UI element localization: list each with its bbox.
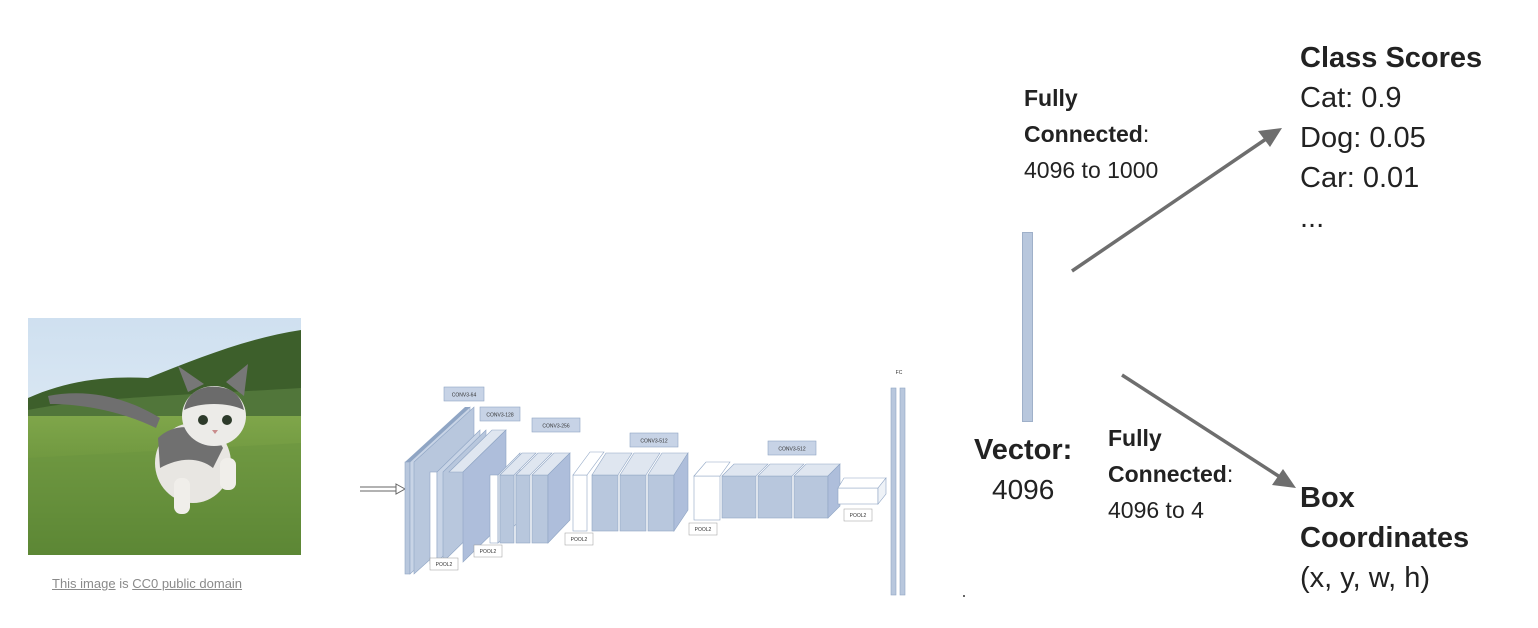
conv512a-label: CONV3-512 — [640, 439, 667, 445]
class-score-item: Car: 0.01 — [1300, 162, 1420, 194]
fc-to-box-label: Fully Connected: 4096 to 4 — [1108, 420, 1233, 528]
kitten-photo — [28, 318, 301, 555]
class-score-item: ... — [1300, 202, 1325, 234]
vector-title: Vector: — [974, 434, 1073, 466]
box-title-line1: Box — [1300, 482, 1355, 514]
fc-upper-line2: Connected: — [1024, 121, 1150, 147]
pool-label-4: POOL2 — [695, 527, 712, 533]
pool-labels: POOL2 POOL2 POOL2 POOL2 POOL2 — [429, 508, 873, 571]
input-arrow-icon — [360, 483, 407, 495]
box-coordinates-panel: Box Coordinates (x, y, w, h) — [1300, 478, 1469, 598]
vgg-network-diagram: CONV3-64 CONV3-128 CONV3-256 — [360, 370, 906, 596]
conv128-label: CONV3-128 — [486, 413, 513, 419]
conv64-label: CONV3-64 — [452, 393, 477, 399]
stray-dot — [963, 595, 965, 597]
conv-block-512a: CONV3-512 — [572, 432, 689, 532]
fc-lower-line3: 4096 to 4 — [1108, 497, 1204, 523]
pool-label-1: POOL2 — [436, 562, 453, 568]
class-score-item: Cat: 0.9 — [1300, 82, 1402, 114]
conv256-label: CONV3-256 — [542, 424, 569, 430]
feature-vector-bar — [1022, 232, 1033, 422]
fc-upper-line1: Fully — [1024, 85, 1078, 111]
vector-size: 4096 — [992, 474, 1055, 505]
class-scores-panel: Class Scores Cat: 0.9 Dog: 0.05 Car: 0.0… — [1300, 38, 1482, 238]
fc-lower-line2: Connected: — [1108, 461, 1234, 487]
caption-text: is — [115, 576, 133, 591]
class-score-item: Dog: 0.05 — [1300, 122, 1426, 154]
pool-block-final — [837, 477, 887, 505]
license-link[interactable]: CC0 public domain — [132, 576, 243, 591]
image-credit-caption: This image is CC0 public domain — [52, 576, 242, 591]
image-link[interactable]: This image — [52, 576, 116, 591]
class-scores-title: Class Scores — [1300, 42, 1483, 74]
box-coords-format: (x, y, w, h) — [1300, 562, 1430, 594]
box-title-line2: Coordinates — [1300, 522, 1470, 554]
vector-label: Vector: 4096 — [974, 430, 1072, 510]
conv-block-512b: CONV3-512 — [693, 440, 841, 521]
pool-label-2: POOL2 — [480, 549, 497, 555]
conv-block-256: CONV3-256 — [489, 417, 581, 544]
fc-label: FC — [896, 370, 903, 376]
pool-label-5: POOL2 — [850, 513, 867, 519]
conv512b-label: CONV3-512 — [778, 447, 805, 453]
fc-lower-line1: Fully — [1108, 425, 1162, 451]
pool-label-3: POOL2 — [571, 537, 588, 543]
fc-layers: FC — [890, 370, 906, 596]
fc-upper-line3: 4096 to 1000 — [1024, 157, 1159, 183]
conv-block-128: CONV3-128 — [429, 406, 521, 565]
fc-to-class-label: Fully Connected: 4096 to 1000 — [1024, 80, 1158, 188]
